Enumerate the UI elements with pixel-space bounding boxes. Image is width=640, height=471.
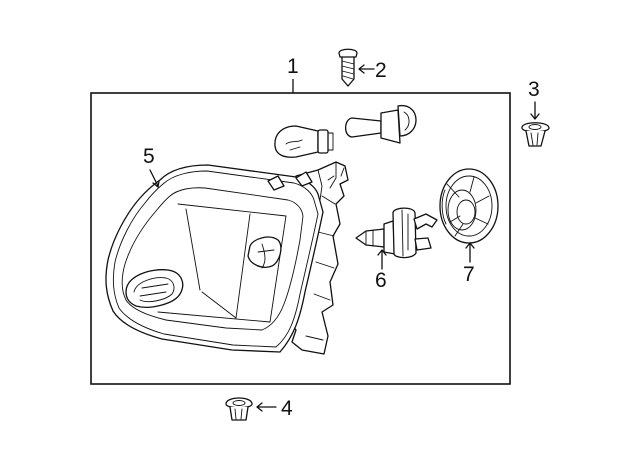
part-3-clip-nut [521,122,550,147]
assembly-frame [90,92,511,385]
arrow-4 [256,402,277,412]
arrow-3 [530,101,540,120]
callout-1: 1 [287,55,299,78]
part-6-halogen-bulb [355,207,438,259]
arrow-2 [358,64,375,74]
callout-5: 5 [143,145,155,168]
callout-3: 3 [528,78,540,101]
callout-6: 6 [375,269,387,292]
arrow-5 [149,169,160,188]
arrow-6 [377,249,387,270]
callout-4: 4 [281,397,293,420]
part-5-headlamp-housing [105,161,349,355]
part-2-screw [338,48,358,87]
callout-7: 7 [463,263,475,286]
wedge-bulb [274,125,334,158]
part-7-dust-cover [439,168,499,244]
callout-2: 2 [375,59,387,82]
arrow-7 [465,242,475,263]
part-4-clip-nut [225,397,253,421]
socket-bulb [344,104,417,144]
